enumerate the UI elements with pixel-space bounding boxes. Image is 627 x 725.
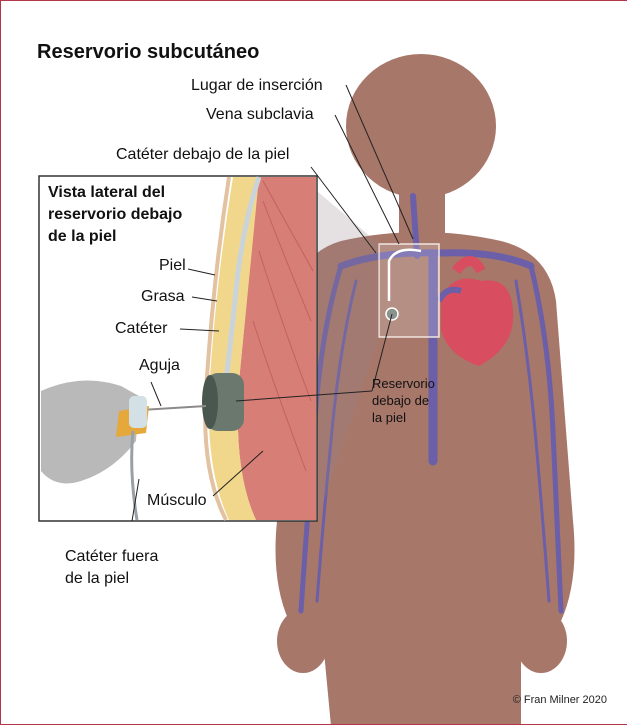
inset-title: Vista lateral del reservorio debajo de l… (48, 182, 182, 248)
page-title: Reservorio subcutáneo (37, 41, 259, 64)
label-port-line: Reservorio (372, 375, 435, 392)
label-catheter-outside-line: de la piel (65, 568, 158, 590)
label-port-under-skin: Reservorio debajo de la piel (372, 375, 435, 426)
label-skin: Piel (159, 256, 186, 276)
label-catheter: Catéter (115, 319, 167, 339)
label-catheter-under-skin: Catéter debajo de la piel (116, 145, 289, 165)
label-catheter-outside: Catéter fuera de la piel (65, 546, 158, 590)
copyright-credit: © Fran Milner 2020 (513, 694, 607, 706)
label-muscle: Músculo (147, 491, 207, 511)
label-catheter-outside-line: Catéter fuera (65, 546, 158, 568)
label-port-line: la piel (372, 409, 435, 426)
inset-title-line: Vista lateral del (48, 182, 182, 204)
label-port-line: debajo de (372, 392, 435, 409)
inset-title-line: de la piel (48, 226, 182, 248)
label-subclavian-vein: Vena subclavia (206, 105, 314, 125)
label-insertion-site: Lugar de inserción (191, 76, 323, 96)
label-fat: Grasa (141, 287, 185, 307)
inset-title-line: reservorio debajo (48, 204, 182, 226)
label-needle: Aguja (139, 356, 180, 376)
